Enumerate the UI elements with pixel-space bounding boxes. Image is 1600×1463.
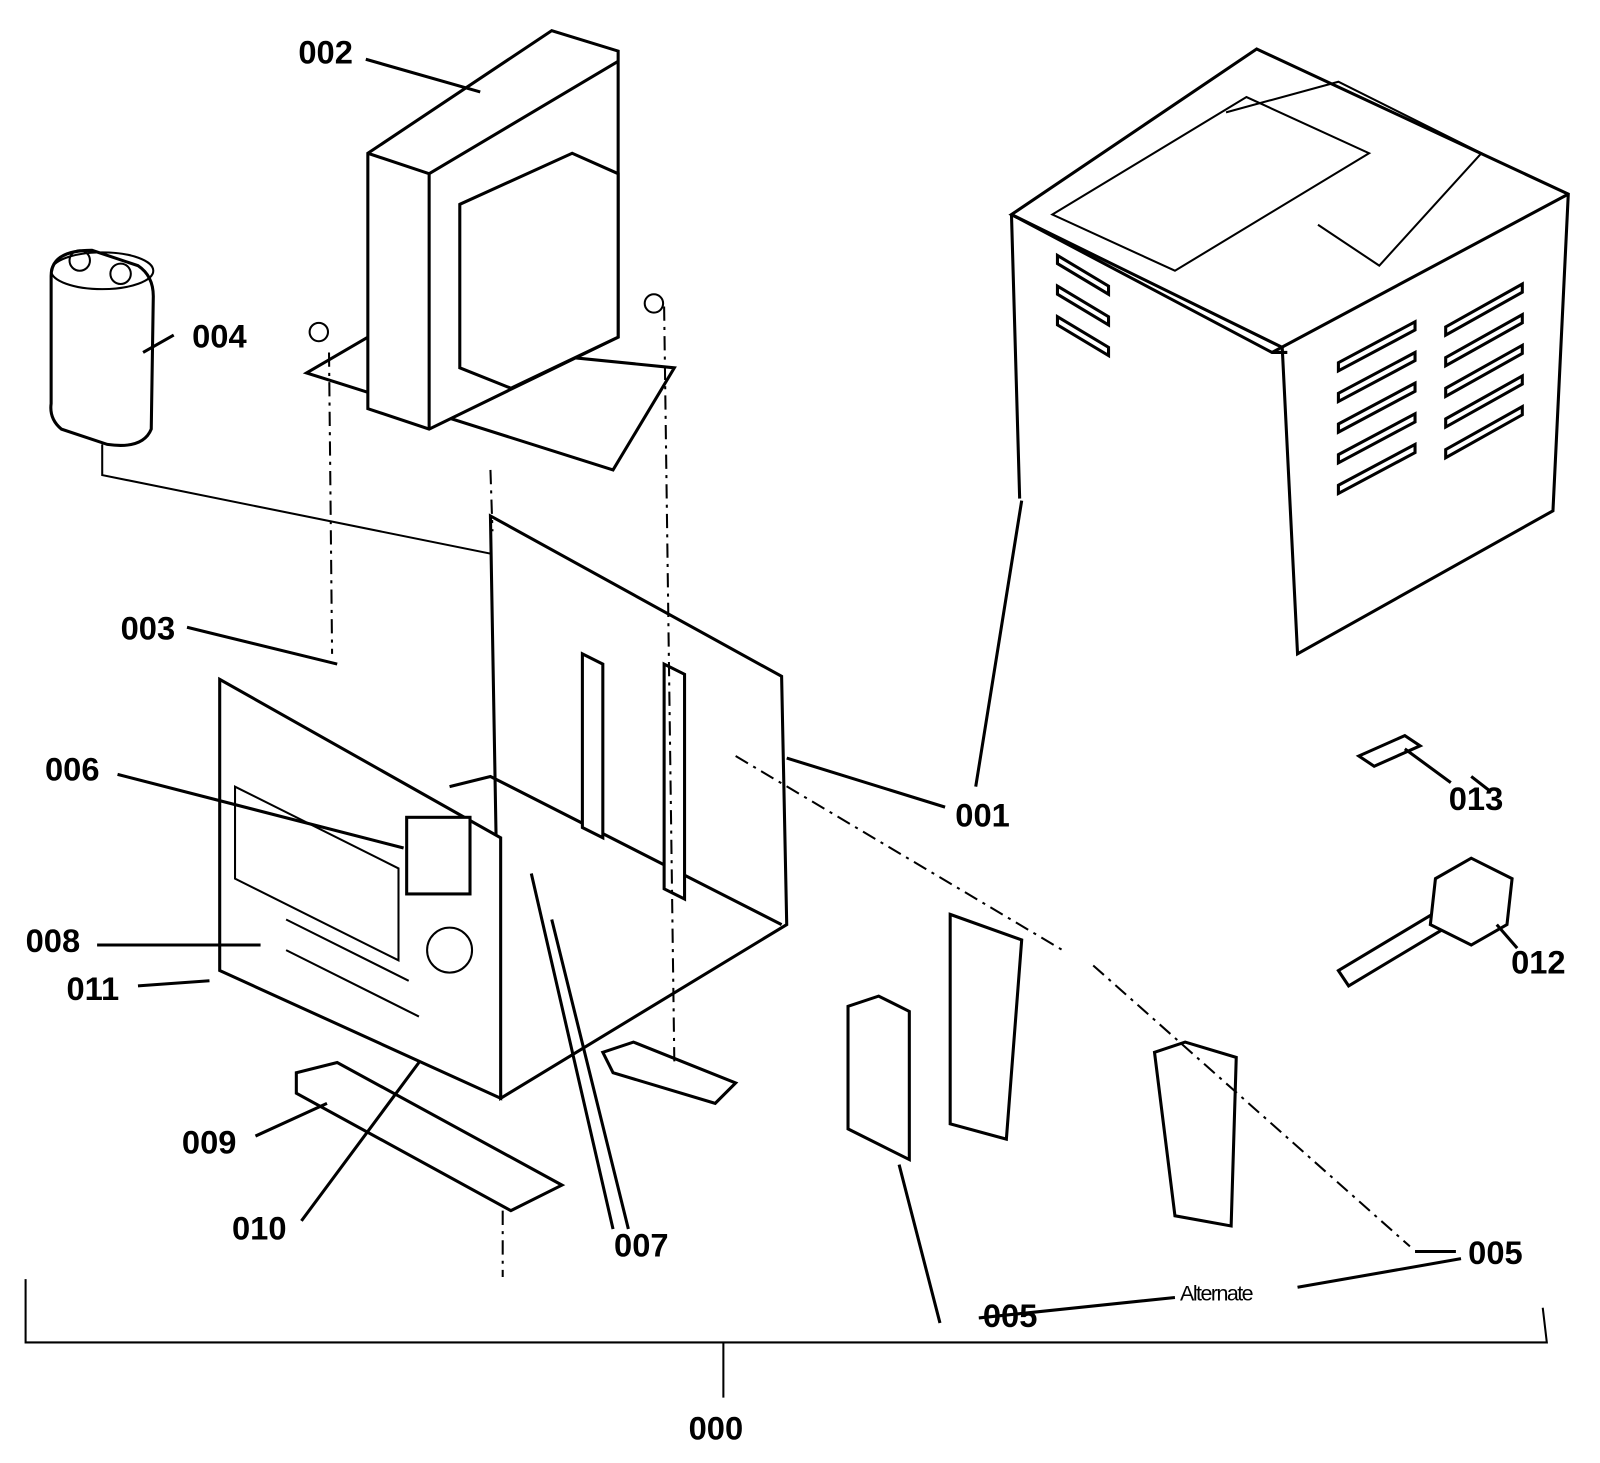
- assembly-bracket: [24, 1279, 1548, 1398]
- label-000: 000: [689, 1410, 744, 1447]
- cover-part-001: [1008, 47, 1570, 657]
- terminal-block-part-005: [846, 912, 1238, 1228]
- capacitor-part-004: [49, 248, 532, 563]
- cover-vents: [1055, 252, 1524, 497]
- alignment-lines: [327, 306, 1411, 1278]
- label-006: 006: [45, 751, 100, 788]
- label-012: 012: [1511, 944, 1566, 981]
- label-013: 013: [1449, 780, 1504, 817]
- label-004: 004: [192, 317, 247, 354]
- label-007: 007: [614, 1227, 669, 1264]
- chassis: [218, 513, 789, 1101]
- label-002: 002: [298, 33, 353, 70]
- label-008: 008: [26, 922, 81, 959]
- label-011: 011: [66, 970, 119, 1007]
- transformer-part-002: [302, 28, 677, 472]
- label-005: 005: [983, 1297, 1038, 1334]
- label-003: 003: [121, 610, 176, 647]
- label-009: 009: [182, 1123, 237, 1160]
- clip-part-013: [1355, 733, 1424, 768]
- base-rails: [294, 1040, 739, 1213]
- label-alternate: Alternate: [1180, 1282, 1253, 1306]
- cord-part-012: [1336, 856, 1514, 988]
- label-001: 001: [955, 797, 1010, 834]
- leader-lines: [97, 57, 1519, 1324]
- label-005-alternate: 005: [1468, 1234, 1523, 1271]
- label-010: 010: [232, 1209, 287, 1246]
